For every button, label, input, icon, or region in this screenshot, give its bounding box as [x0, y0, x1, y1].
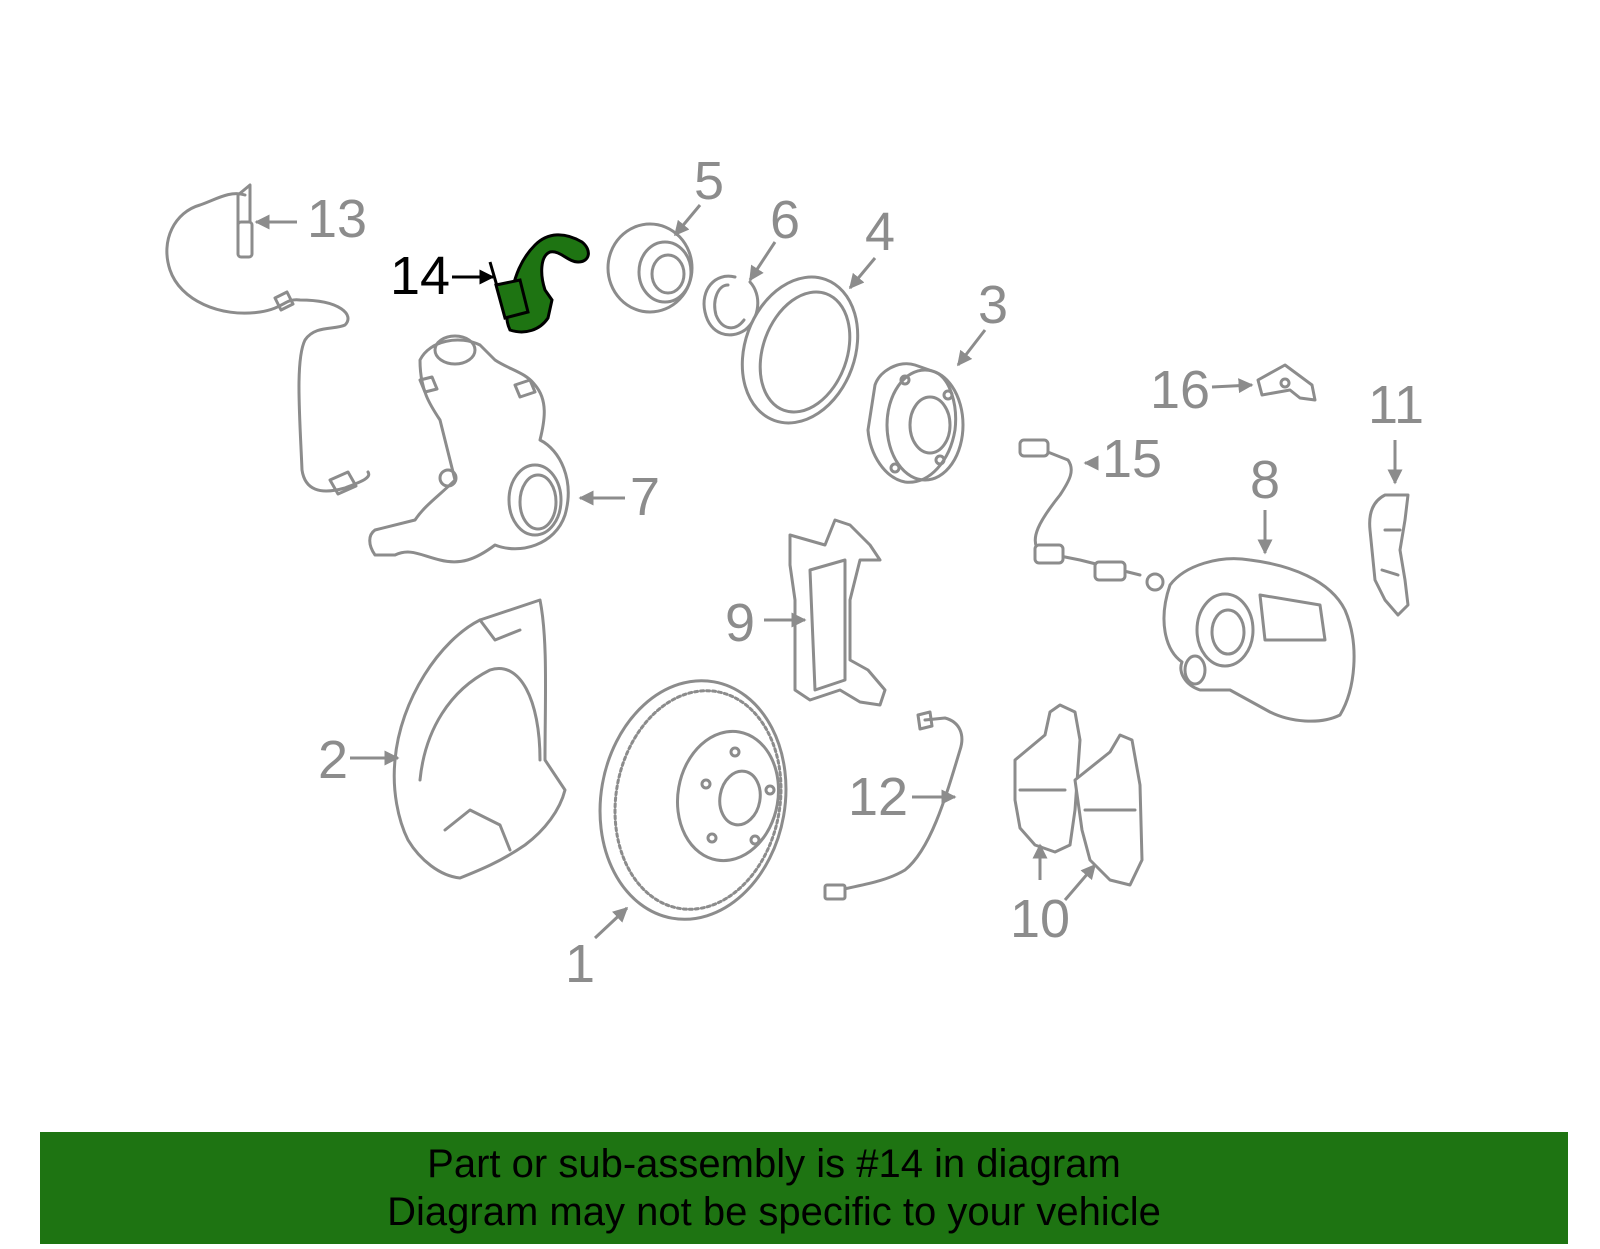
part-12-wear-sensor[interactable]: [823, 710, 964, 901]
callout-10: 10: [1010, 889, 1070, 949]
callout-7: 7: [630, 467, 660, 527]
callout-13: 13: [307, 189, 367, 249]
part-13-speed-sensor[interactable]: [165, 183, 371, 496]
callout-9: 9: [725, 593, 755, 653]
callout-4: 4: [865, 202, 895, 262]
part-10-brake-pads[interactable]: [1013, 703, 1144, 887]
part-8-caliper[interactable]: [1162, 557, 1356, 723]
part-7-knuckle[interactable]: [368, 334, 570, 564]
part-1-rotor[interactable]: [582, 666, 805, 934]
callout-16: 16: [1150, 360, 1210, 420]
part-14-bracket[interactable]: [488, 233, 590, 334]
part-4-seal[interactable]: [723, 261, 878, 440]
part-5-bearing[interactable]: [606, 222, 694, 314]
callout-15: 15: [1102, 429, 1162, 489]
part-16-clip[interactable]: [1256, 363, 1317, 402]
part-6-snap-ring[interactable]: [702, 274, 760, 337]
callout-labels: 13 14 5 6 4 3 7 15 16 11 8 9 2 12 10 1: [307, 151, 1424, 994]
callout-12: 12: [848, 767, 908, 827]
callout-14: 14: [390, 246, 450, 306]
part-11-spring[interactable]: [1368, 493, 1410, 617]
callout-1: 1: [565, 934, 595, 994]
leader-lines: [254, 204, 1403, 940]
banner-line-2: Diagram may not be specific to your vehi…: [387, 1190, 1161, 1234]
callout-5: 5: [694, 151, 724, 211]
part-2-splash-shield[interactable]: [392, 598, 567, 880]
part-3-hub[interactable]: [866, 362, 965, 484]
callout-3: 3: [978, 275, 1008, 335]
callout-8: 8: [1250, 450, 1280, 510]
banner-line-1: Part or sub-assembly is #14 in diagram: [427, 1142, 1121, 1186]
part-9-caliper-bracket[interactable]: [788, 518, 887, 707]
callout-6: 6: [770, 190, 800, 250]
callout-2: 2: [318, 730, 348, 790]
callout-11: 11: [1368, 375, 1424, 435]
info-banner: Part or sub-assembly is #14 in diagram D…: [40, 1132, 1568, 1244]
part-15-brake-hose[interactable]: [1018, 438, 1165, 592]
